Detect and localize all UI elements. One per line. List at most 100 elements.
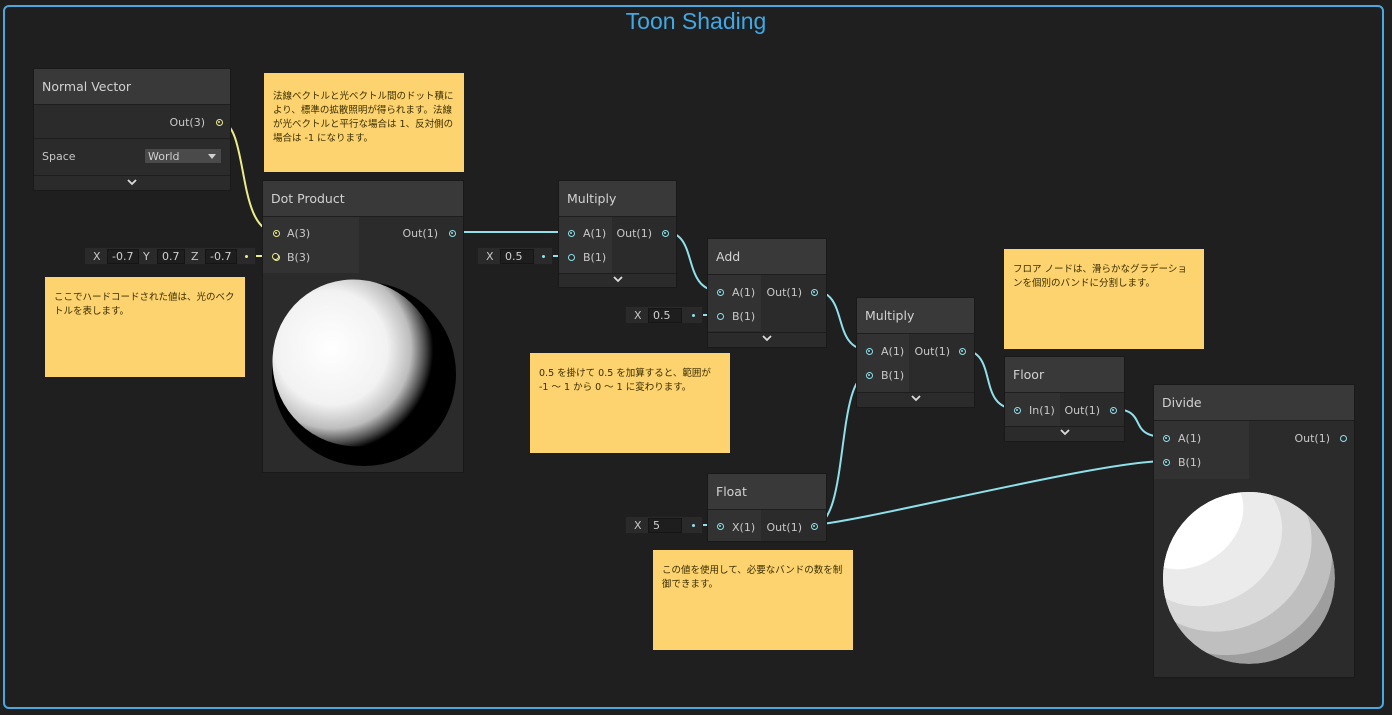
- port-out-dot[interactable]: [449, 230, 456, 237]
- collapse-toggle[interactable]: [708, 332, 826, 348]
- port-b-label: B(1): [583, 251, 607, 264]
- x-input[interactable]: 0.5: [500, 249, 534, 264]
- collapse-toggle[interactable]: [1005, 426, 1124, 442]
- port-b-label: B(1): [1178, 456, 1202, 469]
- port-a-label: A(1): [583, 227, 607, 240]
- field-connector-dot: [542, 255, 545, 258]
- port-b-dot[interactable]: [1163, 459, 1170, 466]
- port-a-label: A(1): [732, 286, 756, 299]
- x-label: X: [634, 309, 642, 322]
- divider: [34, 175, 230, 176]
- sticky-note-floor[interactable]: フロア ノードは、滑らかなグラデーションを個別のバンドに分割します。: [1004, 249, 1204, 349]
- divider: [559, 273, 676, 274]
- node-dot-product[interactable]: Dot Product A(3) B(3) Out(1): [262, 180, 464, 473]
- node-title: Floor: [1005, 357, 1124, 393]
- node-title: Add: [708, 239, 826, 275]
- collapse-toggle[interactable]: [34, 176, 230, 192]
- port-out-dot[interactable]: [811, 523, 818, 530]
- port-a-dot[interactable]: [717, 289, 724, 296]
- dot-b-input-dot[interactable]: [272, 253, 279, 260]
- port-out-dot[interactable]: [959, 348, 966, 355]
- input-ports: [263, 217, 359, 273]
- port-in-label: In(1): [1029, 404, 1055, 417]
- node-multiply-1[interactable]: Multiply A(1) B(1) Out(1): [558, 180, 677, 288]
- port-out-label: Out(1): [766, 286, 802, 299]
- input-ports: [708, 510, 761, 541]
- port-out-dot[interactable]: [216, 119, 223, 126]
- z-label: Z: [191, 250, 199, 263]
- node-float[interactable]: Float X(1) Out(1): [707, 473, 827, 542]
- input-ports: [708, 275, 761, 331]
- port-out-label: Out(1): [1064, 404, 1100, 417]
- field-connector-dot: [692, 524, 695, 527]
- chevron-down-icon: [762, 335, 772, 342]
- collapse-toggle[interactable]: [559, 273, 676, 289]
- port-b-label: B(1): [732, 310, 756, 323]
- input-ports: [857, 334, 909, 392]
- x-input[interactable]: 5: [648, 518, 682, 533]
- sticky-note-light-vector[interactable]: ここでハードコードされた値は、光のベクトルを表します。: [45, 277, 245, 377]
- divider: [34, 138, 230, 139]
- node-title: Normal Vector: [34, 69, 230, 105]
- x-label: X: [486, 250, 494, 263]
- chevron-down-icon: [1059, 429, 1070, 436]
- sticky-note-range[interactable]: 0.5 を掛けて 0.5 を加算すると、範囲が -1 ～ 1 から 0 ～ 1 …: [530, 353, 730, 453]
- port-out-label: Out(1): [616, 227, 652, 240]
- x-input[interactable]: 0.5: [648, 308, 682, 323]
- node-title: Divide: [1154, 385, 1354, 421]
- caret-down-icon: [208, 154, 216, 159]
- port-a-dot[interactable]: [866, 348, 873, 355]
- node-title: Float: [708, 474, 826, 510]
- port-b-dot[interactable]: [866, 372, 873, 379]
- port-out-dot[interactable]: [662, 230, 669, 237]
- port-out-label: Out(1): [1294, 432, 1330, 445]
- port-out-label: Out(3): [169, 116, 205, 129]
- sticky-note-bands[interactable]: この値を使用して、必要なバンドの数を制御できます。: [653, 550, 853, 650]
- sphere-preview: [272, 279, 456, 466]
- port-b-dot[interactable]: [568, 254, 575, 261]
- port-x-dot[interactable]: [717, 523, 724, 530]
- port-b-label: B(3): [287, 251, 311, 264]
- divider: [857, 392, 974, 393]
- input-ports: [1154, 421, 1249, 479]
- space-label: Space: [42, 150, 76, 163]
- port-b-dot[interactable]: [717, 313, 724, 320]
- y-input[interactable]: 0.7: [157, 249, 185, 264]
- multiply1-b-field: X 0.5: [477, 247, 553, 265]
- port-x-label: X(1): [732, 521, 756, 534]
- node-multiply-2[interactable]: Multiply A(1) B(1) Out(1): [856, 297, 975, 408]
- port-a-dot[interactable]: [273, 230, 280, 237]
- x-label: X: [93, 250, 101, 263]
- group-title[interactable]: Toon Shading: [625, 8, 767, 34]
- z-input[interactable]: -0.7: [205, 249, 237, 264]
- node-normal-vector[interactable]: Normal Vector Out(3) Space World: [33, 68, 231, 191]
- port-a-label: A(1): [881, 345, 905, 358]
- node-divide[interactable]: Divide A(1) B(1) Out(1): [1153, 384, 1355, 678]
- port-a-dot[interactable]: [1163, 435, 1170, 442]
- port-out-dot[interactable]: [811, 289, 818, 296]
- port-a-dot[interactable]: [568, 230, 575, 237]
- preview-diffuse-sphere: [263, 273, 463, 472]
- float-x-field: X 5: [625, 516, 703, 534]
- node-title: Multiply: [857, 298, 974, 334]
- field-connector-dot: [245, 255, 248, 258]
- port-out-dot[interactable]: [1340, 435, 1347, 442]
- sphere-preview: [1163, 492, 1335, 664]
- space-dropdown[interactable]: World: [144, 148, 222, 164]
- light-vector-field: X -0.7 Y 0.7 Z -0.7: [84, 247, 256, 265]
- port-out-dot[interactable]: [1110, 407, 1117, 414]
- group-frame: [3, 5, 1384, 709]
- port-b-label: B(1): [881, 369, 905, 382]
- node-floor[interactable]: Floor In(1) Out(1): [1004, 356, 1125, 442]
- port-in-dot[interactable]: [1014, 407, 1021, 414]
- port-out-label: Out(1): [914, 345, 950, 358]
- x-input[interactable]: -0.7: [107, 249, 139, 264]
- collapse-toggle[interactable]: [857, 392, 974, 408]
- y-label: Y: [143, 250, 150, 263]
- field-connector-dot: [692, 314, 695, 317]
- sticky-note-dot-product[interactable]: 法線ベクトルと光ベクトル間のドット積により、標準の拡散照明が得られます。法線が光…: [264, 73, 464, 172]
- port-a-label: A(1): [1178, 432, 1202, 445]
- input-ports: [559, 217, 612, 273]
- node-add[interactable]: Add A(1) B(1) Out(1): [707, 238, 827, 348]
